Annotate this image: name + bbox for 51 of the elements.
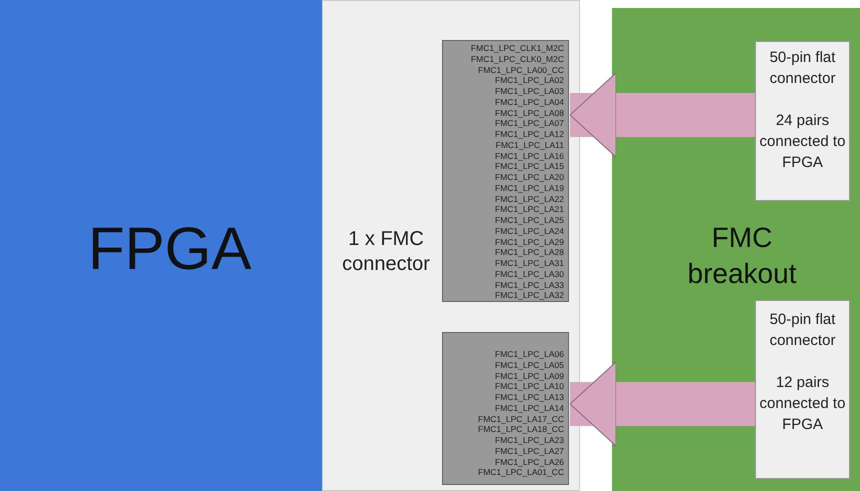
pin-label: FMC1_LPC_LA24 xyxy=(494,226,564,236)
pin-label: FMC1_LPC_LA20 xyxy=(494,172,564,183)
pin-label: FMC1_LPC_LA33 xyxy=(494,280,564,290)
pin-label: FMC1_LPC_LA31 xyxy=(494,258,564,269)
pin-label: FMC1_LPC_LA09 xyxy=(494,370,564,382)
pin-label: FMC1_LPC_LA11 xyxy=(494,140,564,150)
connector-box xyxy=(755,300,850,479)
pin-list-panel xyxy=(442,40,569,302)
pin-label: FMC1_LPC_LA29 xyxy=(494,236,564,248)
block-title: FPGA xyxy=(88,214,252,283)
pin-label: FMC1_LPC_LA10 xyxy=(494,381,564,392)
pin-label: FMC1_LPC_LA23 xyxy=(494,435,564,446)
pin-label: FMC1_LPC_LA16 xyxy=(494,150,564,162)
pin-list-panel xyxy=(442,332,569,485)
pin-label: FMC1_LPC_LA14 xyxy=(494,402,564,414)
pin-label: FMC1_LPC_LA27 xyxy=(494,446,564,456)
pin-label: FMC1_LPC_LA07 xyxy=(494,118,564,129)
chip-block xyxy=(0,0,322,491)
connector-panel xyxy=(322,0,580,491)
connector-description: 12 pairs connected to FPGA xyxy=(758,373,846,435)
pin-label: FMC1_LPC_LA05 xyxy=(494,360,564,370)
pin-label: FMC1_LPC_LA32 xyxy=(494,290,564,301)
pin-label: FMC1_LPC_LA15 xyxy=(494,161,564,172)
panel-title: FMC breakout xyxy=(686,221,798,291)
pin-label: FMC1_LPC_LA13 xyxy=(494,392,564,403)
connector-description: 50-pin flat connector xyxy=(768,48,836,89)
pin-label: FMC1_LPC_LA06 xyxy=(494,349,564,360)
pin-label: FMC1_LPC_LA04 xyxy=(494,96,564,108)
connector-box xyxy=(755,41,850,201)
pin-label: FMC1_LPC_LA08 xyxy=(494,108,564,118)
pin-label: FMC1_LPC_LA26 xyxy=(494,456,564,468)
panel-title: 1 x FMC connector xyxy=(341,227,431,277)
block-arrow xyxy=(570,72,755,158)
pin-label: FMC1_LPC_LA18_CC xyxy=(478,424,564,435)
pin-label: FMC1_LPC_LA02 xyxy=(494,75,564,86)
pin-label: FMC1_LPC_LA03 xyxy=(494,86,564,97)
pin-label: FMC1_LPC_CLK1_M2C xyxy=(470,43,564,54)
pin-label: FMC1_LPC_LA19 xyxy=(494,182,564,194)
pin-label: FMC1_LPC_LA30 xyxy=(494,268,564,280)
connector-description: 50-pin flat connector xyxy=(768,310,836,351)
pin-label: FMC1_LPC_LA00_CC xyxy=(477,64,564,76)
pin-label: FMC1_LPC_LA28 xyxy=(494,247,564,258)
pin-label: FMC1_LPC_CLK0_M2C xyxy=(470,54,564,64)
pin-label: FMC1_LPC_LA17_CC xyxy=(478,414,564,424)
connector-description: 24 pairs connected to FPGA xyxy=(758,111,846,173)
pin-label: FMC1_LPC_LA25 xyxy=(494,215,564,226)
pin-label: FMC1_LPC_LA01_CC xyxy=(478,467,564,478)
pin-label: FMC1_LPC_LA22 xyxy=(494,194,564,204)
pin-label: FMC1_LPC_LA21 xyxy=(494,204,564,215)
pin-label: FMC1_LPC_LA12 xyxy=(494,129,564,140)
block-arrow xyxy=(570,362,755,446)
